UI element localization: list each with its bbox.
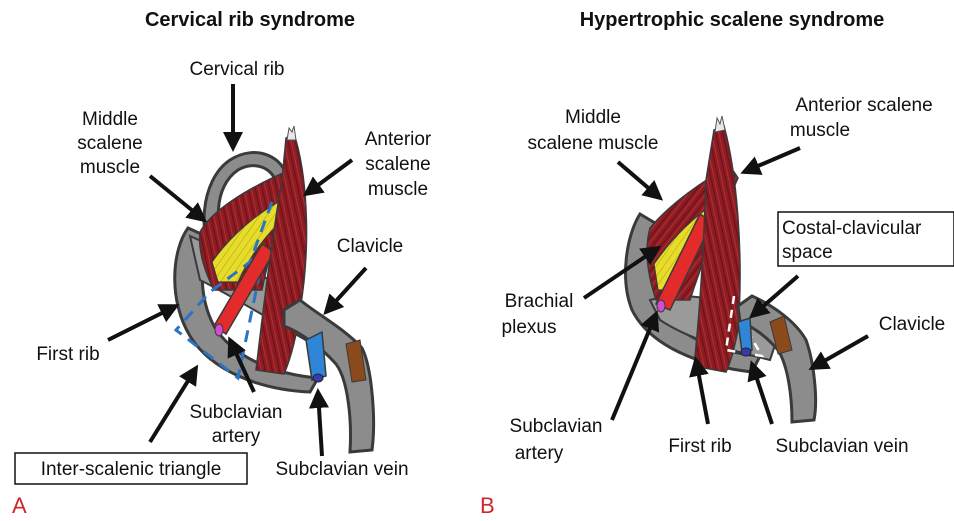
label-middle-scalene-a-2: scalene [77,133,143,154]
subclavian-artery-a-lumen [215,324,223,336]
subclavian-artery-b-lumen [657,300,665,312]
label-brachial-plexus-1: Brachial [505,291,574,312]
panel-b: Hypertrophic scalene syndrome Middle sca… [480,9,954,518]
label-first-rib-b: First rib [668,436,731,457]
arrow-icon [612,314,656,420]
arrow-icon [318,392,322,456]
arrow-icon [618,162,660,198]
arrow-icon [696,360,708,424]
label-subclavian-vein-b: Subclavian vein [775,436,908,457]
subclavian-vein-a-lumen [313,374,323,382]
label-first-rib-a: First rib [36,344,99,365]
label-brachial-plexus-2: plexus [502,317,557,338]
arrow-icon [326,268,366,312]
label-anterior-scalene-b-2: muscle [790,120,850,141]
arrow-icon [306,160,352,194]
arrow-icon [744,148,800,172]
label-middle-scalene-b-2: scalene muscle [528,133,659,154]
panel-b-letter: B [480,493,495,518]
label-anterior-scalene-a-3: muscle [368,179,428,200]
subclavian-vein-b-lumen [741,348,751,356]
arrow-icon [812,336,868,368]
label-subclavian-artery-a-2: artery [212,426,261,447]
label-subclavian-artery-b-2: artery [515,443,564,464]
label-subclavian-artery-b-1: Subclavian [510,416,603,437]
arrow-icon [108,306,176,340]
label-anterior-scalene-a-1: Anterior [365,129,432,150]
panel-a-title: Cervical rib syndrome [145,9,355,31]
panel-a-letter: A [12,493,27,518]
label-cervical-rib: Cervical rib [189,59,284,80]
label-subclavian-artery-a-1: Subclavian [190,402,283,423]
subclavian-vein-a [306,332,326,380]
label-middle-scalene-a-1: Middle [82,109,138,130]
panel-a: Cervical rib syndrome Cervical rib Middl… [12,9,432,518]
label-anterior-scalene-a-2: scalene [365,154,431,175]
label-costal-clavicular-space-1: Costal-clavicular [782,218,922,239]
label-inter-scalenic-triangle: Inter-scalenic triangle [41,459,222,480]
arrow-icon [752,364,772,424]
label-middle-scalene-b-1: Middle [565,107,621,128]
panel-b-title: Hypertrophic scalene syndrome [580,9,885,31]
label-costal-clavicular-space-2: space [782,242,833,263]
arrow-icon [150,176,204,220]
label-clavicle-b: Clavicle [879,314,946,335]
label-anterior-scalene-b-1: Anterior scalene [795,95,932,116]
anterior-scalene-tendon-b [715,116,725,132]
label-subclavian-vein-a: Subclavian vein [275,459,408,480]
anterior-scalene-tendon-a [287,126,296,140]
label-middle-scalene-a-3: muscle [80,157,140,178]
label-clavicle-a: Clavicle [337,236,404,257]
